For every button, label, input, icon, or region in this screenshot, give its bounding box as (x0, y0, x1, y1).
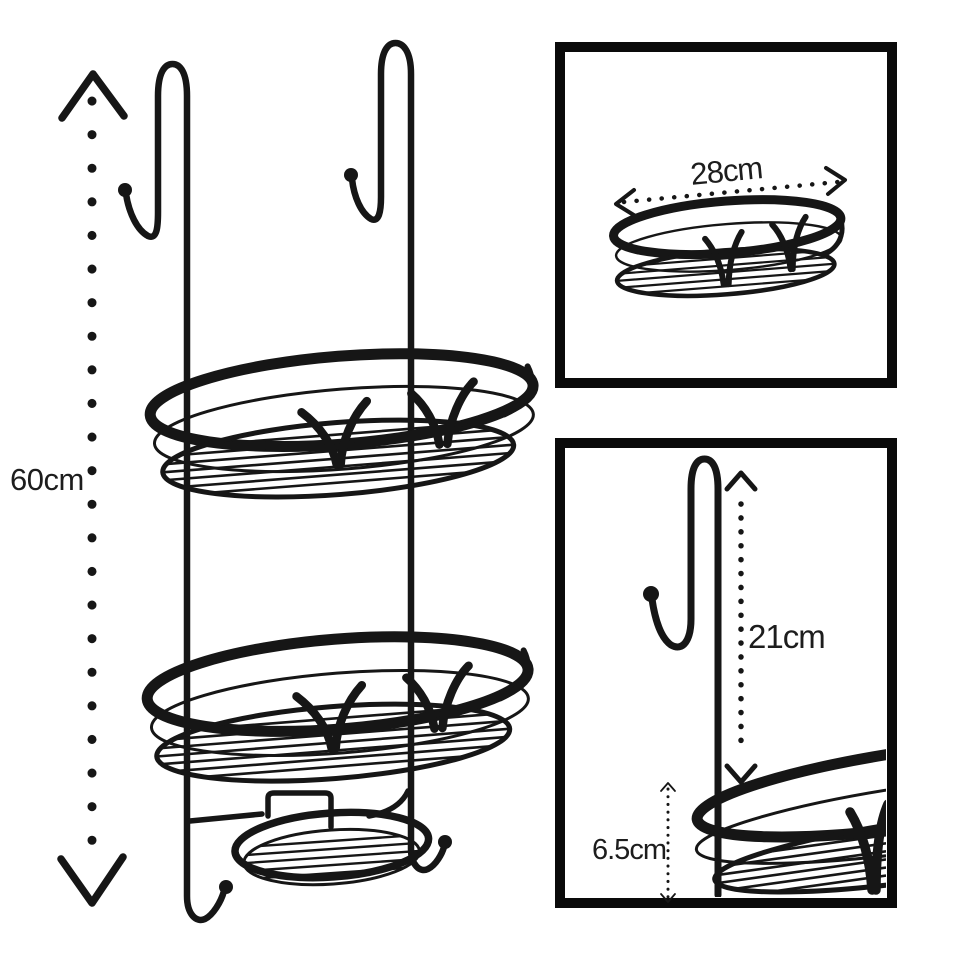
basket-depth-dimension-arrow (660, 782, 676, 903)
support-arm (438, 661, 473, 733)
dish-bracket-wire (187, 811, 265, 824)
hook-ball-tip (219, 880, 233, 894)
rim-end-sweep (501, 363, 535, 418)
arrowhead-up-icon (660, 782, 676, 792)
support-arm (789, 213, 809, 273)
dish-bracket-wire (265, 790, 334, 830)
right-door-hook-and-rail (344, 39, 452, 874)
dish-rim (231, 808, 433, 882)
basket-inner-wire (694, 769, 886, 865)
support-arm (845, 807, 877, 895)
width-dotted-line (621, 179, 841, 205)
basket-base-rim (712, 806, 886, 895)
basket-wire (208, 470, 473, 495)
arrowhead-up-icon (724, 470, 758, 492)
basket-inner-wire (152, 384, 535, 474)
basket-wire (203, 754, 468, 779)
basket-wire (204, 423, 469, 447)
left-hook-wire (122, 60, 228, 924)
dish-wire (261, 866, 404, 880)
hook-inset-content (643, 455, 886, 897)
basket-rim (691, 733, 886, 843)
right-hook-wire (348, 39, 448, 874)
support-arm (336, 396, 372, 469)
arrowhead-up-icon (58, 70, 128, 122)
support-arm (407, 389, 444, 449)
basket-support-arms (297, 377, 478, 469)
basket-wire (731, 834, 886, 891)
support-arm (725, 228, 745, 288)
hook-ball-tip (438, 835, 452, 849)
arrowhead-down-icon (57, 853, 127, 907)
soap-dish (187, 788, 433, 887)
dish-grid (242, 835, 421, 880)
arrowhead-down-icon (724, 763, 758, 785)
basket-wire (615, 262, 836, 282)
hook-ball-tip (643, 586, 659, 602)
hook-height-dimension-arrow (724, 470, 758, 785)
upper-basket (144, 348, 539, 500)
basket-wire (173, 712, 491, 741)
width-dimension-arrow (614, 166, 847, 219)
arrowhead-down-icon (660, 893, 676, 903)
lower-basket (141, 631, 534, 784)
support-arm (297, 408, 341, 469)
hook-wire (648, 455, 722, 897)
support-arm (402, 673, 439, 733)
height-dimension-label: 60cm (10, 462, 84, 497)
height-dimension-arrow (57, 70, 128, 907)
dish-wire (247, 857, 418, 873)
dish-wire (259, 835, 402, 848)
left-door-hook-and-rail (118, 60, 233, 924)
support-arm (292, 692, 336, 754)
hook-inset-frame (555, 438, 897, 908)
basket-wire (199, 707, 464, 731)
rim-end-sweep (497, 647, 531, 702)
basket-wire (728, 810, 886, 867)
basket-wire (768, 847, 886, 894)
basket-support-arms (292, 661, 473, 754)
basket-wire (639, 250, 810, 267)
basket-wire (180, 460, 499, 489)
basket-wire (763, 807, 886, 854)
support-arm (443, 377, 478, 449)
basket-support-arms (845, 799, 886, 895)
hook-height-dimension-label: 21cm (748, 618, 826, 655)
basket-wire (715, 824, 886, 885)
width-inset (555, 42, 897, 388)
basket-wire (178, 428, 496, 457)
arrowhead-left-icon (614, 188, 639, 219)
width-dimension-label: 28cm (688, 150, 764, 192)
basket-support-arms (702, 213, 809, 288)
main-caddy-illustration (57, 39, 539, 924)
dish-wire (242, 849, 421, 865)
inset-basket (609, 195, 846, 299)
basket-inner-wire (149, 668, 530, 758)
hook-ball-tip (344, 168, 358, 182)
basket-depth-dimension-label: 6.5cm (592, 834, 667, 866)
dish-wire (246, 842, 417, 857)
closeup-basket (691, 733, 886, 895)
support-arm (871, 799, 886, 895)
basket-wire (175, 744, 494, 773)
basket-base-grid (714, 807, 886, 894)
support-arm (702, 235, 727, 288)
support-arm (331, 680, 367, 753)
hook-inset (555, 438, 897, 908)
basket-wire (714, 816, 886, 877)
rim-end-sweep (822, 209, 845, 258)
width-inset-content (609, 166, 847, 299)
arrowhead-right-icon (824, 166, 847, 196)
door-hook-closeup (643, 455, 722, 897)
hook-ball-tip (118, 183, 132, 197)
